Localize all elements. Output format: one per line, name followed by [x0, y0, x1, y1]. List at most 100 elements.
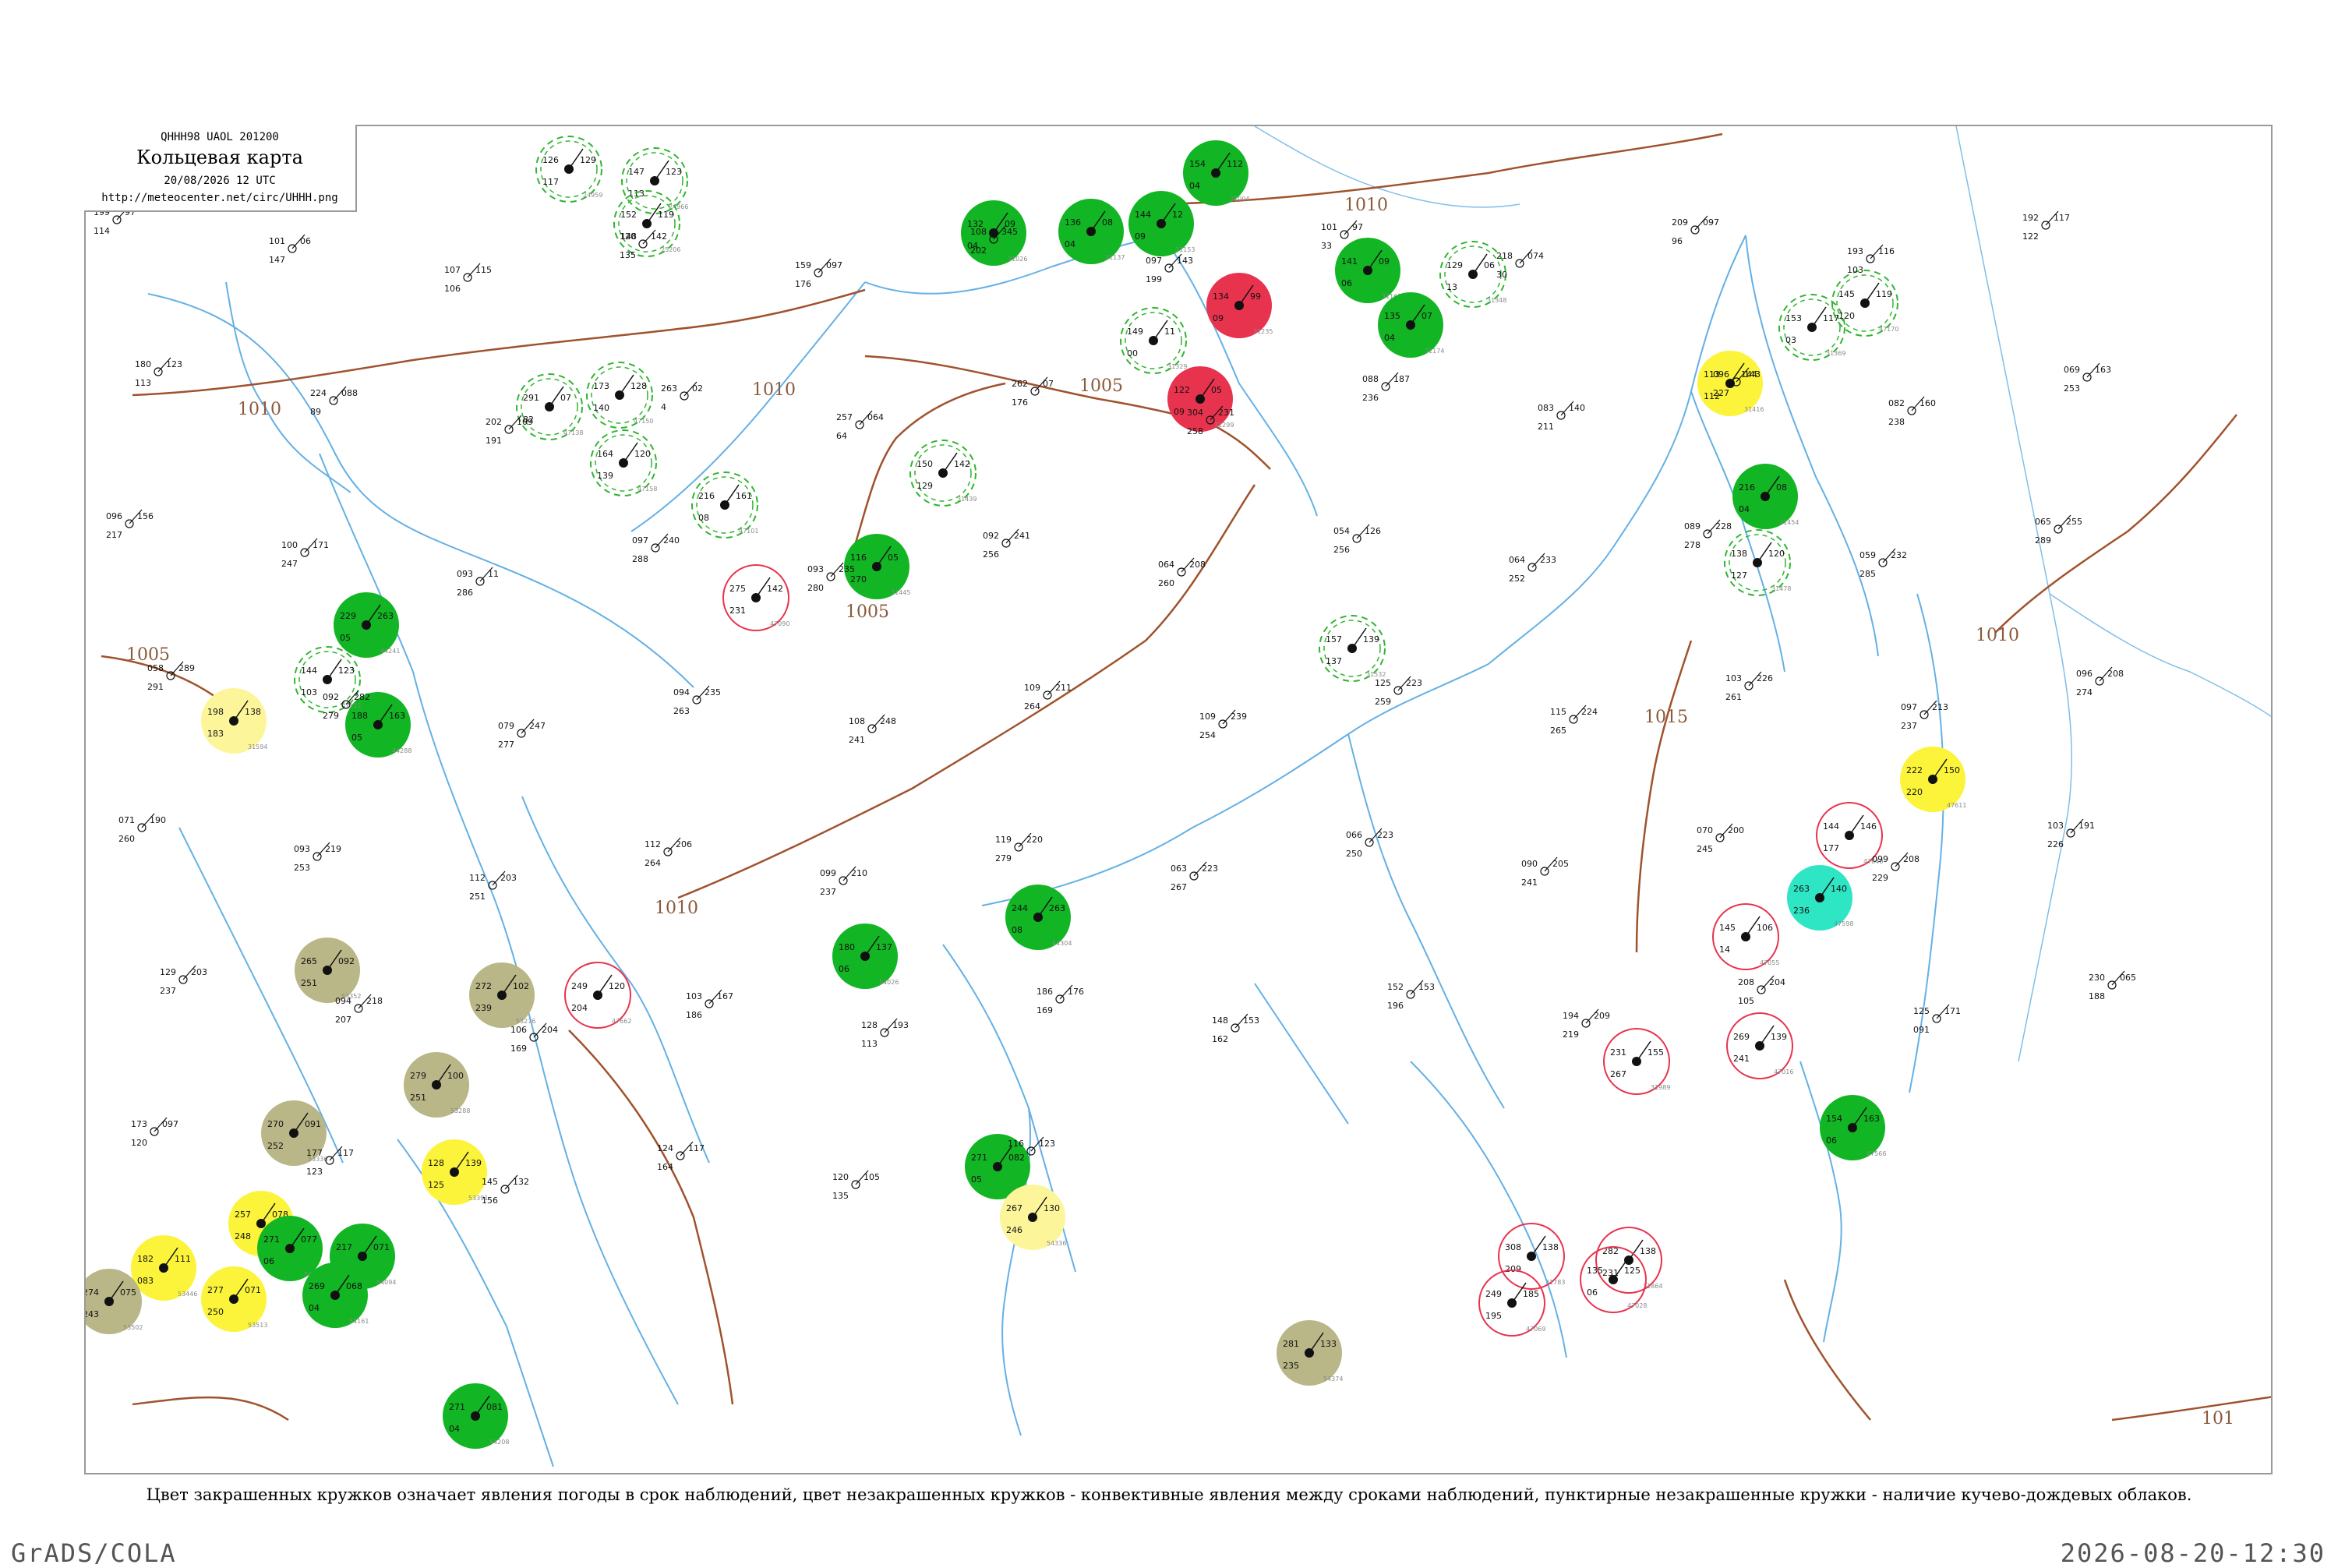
wind-barb-icon [855, 1170, 869, 1185]
cloud-cover-icon [125, 519, 134, 528]
station-value: 229 [340, 611, 356, 621]
station-value: 209 [1594, 1011, 1610, 1021]
station-value: 241 [849, 735, 865, 745]
station-value: 148 [620, 231, 637, 242]
station-circle [621, 147, 688, 214]
station-value: 133 [1320, 1339, 1337, 1349]
station-value: 233 [1540, 555, 1556, 565]
station-id: 47662 [612, 1018, 631, 1025]
wind-barb-icon [871, 714, 885, 729]
station-value: 065 [2035, 517, 2051, 527]
cloud-cover-icon [1540, 867, 1549, 876]
station-value: 140 [593, 403, 609, 413]
station-value: 123 [338, 666, 355, 676]
cloud-cover-icon [504, 425, 514, 434]
station-value: 231 [1218, 408, 1234, 418]
station-value: 193 [892, 1020, 909, 1030]
station-value: 208 [2107, 669, 2124, 679]
station-circle [909, 440, 977, 507]
station-value: 210 [851, 868, 867, 878]
station-value: 289 [2035, 535, 2051, 546]
station-value: 097 [1703, 217, 1719, 228]
station-circle-inner [1125, 312, 1182, 369]
cloud-cover-icon [814, 268, 823, 277]
station-value: 147 [628, 167, 645, 177]
station-value: 176 [1068, 987, 1084, 997]
wind-barb-icon [1369, 828, 1383, 843]
wind-barb-icon [597, 974, 613, 996]
station-value: 250 [1346, 849, 1362, 859]
station-value: 244 [1012, 903, 1028, 913]
station-value: 269 [1733, 1032, 1750, 1042]
station-value: 081 [486, 1402, 503, 1412]
wind-barb-icon [454, 1151, 469, 1173]
station-value: 217 [336, 1242, 352, 1252]
wind-barb-icon [619, 374, 634, 396]
wind-barb-icon [2045, 210, 2059, 226]
wind-barb-icon [568, 148, 584, 170]
station-circle [1595, 1227, 1662, 1294]
station-value: 33 [1321, 241, 1332, 251]
station-value: 235 [705, 687, 721, 697]
station-id: 47138 [563, 429, 583, 436]
station-value: 092 [338, 956, 355, 966]
station-value: 138 [245, 707, 261, 717]
station-value: 088 [341, 388, 358, 398]
title-box: QHHH98 UAOL 201200 Кольцевая карта 20/08… [84, 125, 357, 212]
cloud-cover-icon [1515, 259, 1524, 268]
station-value: 219 [1563, 1029, 1579, 1040]
station-circle [1778, 294, 1845, 361]
station-value: 05 [340, 633, 351, 643]
station-value: 097 [632, 535, 648, 546]
station-value: 130 [1044, 1203, 1060, 1213]
wind-barb-icon [1585, 1008, 1599, 1024]
station-value: 154 [1826, 1114, 1842, 1124]
station-value: 281 [1283, 1339, 1299, 1349]
station-value: 146 [1860, 821, 1877, 832]
station-value: 092 [983, 531, 999, 541]
source-url[interactable]: http://meteocenter.net/circ/UHHH.png [101, 192, 338, 204]
station-value: 094 [673, 687, 690, 697]
cloud-cover-icon [137, 823, 147, 832]
station-circle-inner [595, 434, 652, 492]
cloud-cover-icon [1715, 833, 1725, 842]
wind-barb-icon [1694, 215, 1708, 231]
wind-barb-icon [1560, 401, 1574, 416]
station-id: 31348 [1487, 297, 1506, 304]
station-id: 31989 [1651, 1084, 1670, 1091]
station-value: 162 [1212, 1034, 1228, 1044]
cloud-cover-icon [313, 852, 322, 861]
station-id: 44288 [392, 747, 411, 754]
station-value: 144 [301, 666, 317, 676]
map-svg: 1010 1010 1005 1005 1010 1015 1010 1005 … [86, 126, 2271, 1467]
cloud-cover-icon [1556, 411, 1566, 420]
station-value: 261 [1725, 692, 1742, 702]
cloud-cover-icon [1231, 1023, 1240, 1033]
wind-barb-icon [1764, 475, 1780, 497]
station-value: 132 [513, 1177, 529, 1187]
rivers-layer [147, 235, 1944, 1467]
cloud-cover-icon [500, 1185, 510, 1194]
station-value: 159 [795, 260, 811, 270]
wind-barb-icon [1032, 1196, 1047, 1218]
station-value: 109 [517, 417, 533, 427]
station-value: 071 [373, 1242, 390, 1252]
station-value: 251 [469, 892, 486, 902]
wind-barb-icon [1238, 284, 1254, 306]
wind-barb-icon [521, 719, 535, 734]
station-circle-inner [1729, 534, 1786, 592]
station-circle-inner [591, 366, 648, 424]
